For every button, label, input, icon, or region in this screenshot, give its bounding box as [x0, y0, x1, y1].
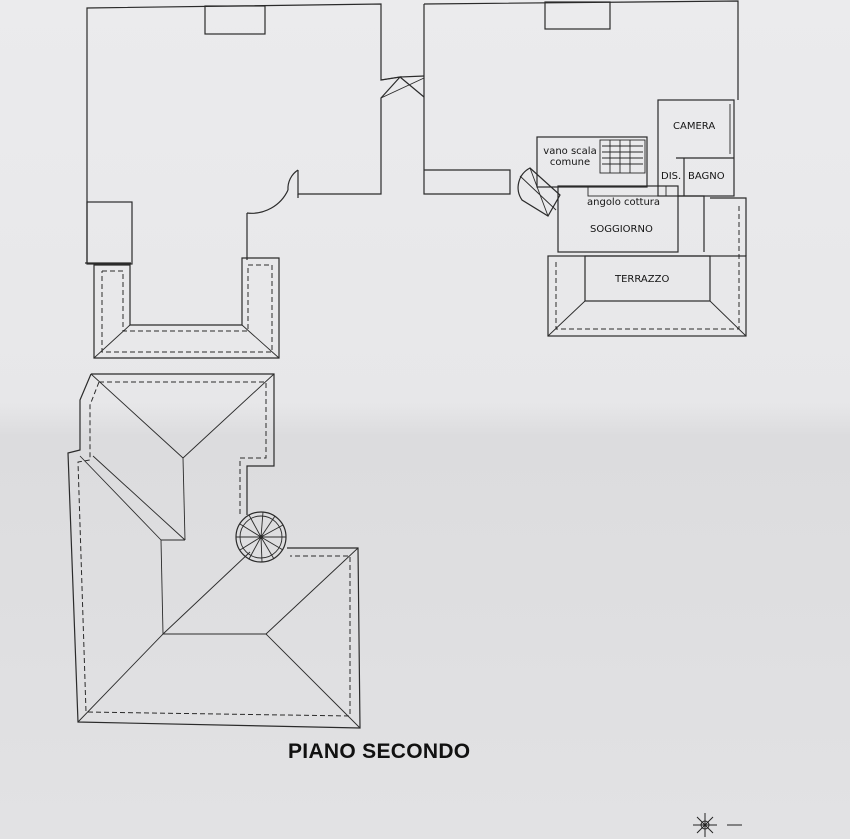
left-block-walls	[85, 3, 425, 265]
vano-scala-line2: comune	[549, 157, 591, 168]
left-balcony	[93, 257, 280, 359]
apartment-walls	[517, 99, 747, 337]
room-label-terrazzo: TERRAZZO	[615, 274, 670, 285]
floor-title: PIANO SECONDO	[288, 740, 471, 763]
room-label-bagno: BAGNO	[688, 171, 725, 182]
room-label-angolo-cottura: angolo cottura	[587, 197, 661, 208]
room-label-vano-scala: vano scala comune	[540, 146, 600, 168]
room-label-dis: DIS.	[661, 171, 682, 182]
room-label-soggiorno: SOGGIORNO	[590, 224, 653, 235]
spiral-staircase-icon	[235, 511, 287, 563]
vano-scala-line1: vano scala	[543, 146, 597, 157]
room-label-camera: CAMERA	[673, 121, 716, 132]
roof-plan	[67, 373, 361, 729]
right-block-walls	[398, 0, 739, 195]
compass-rose-icon	[693, 813, 742, 837]
